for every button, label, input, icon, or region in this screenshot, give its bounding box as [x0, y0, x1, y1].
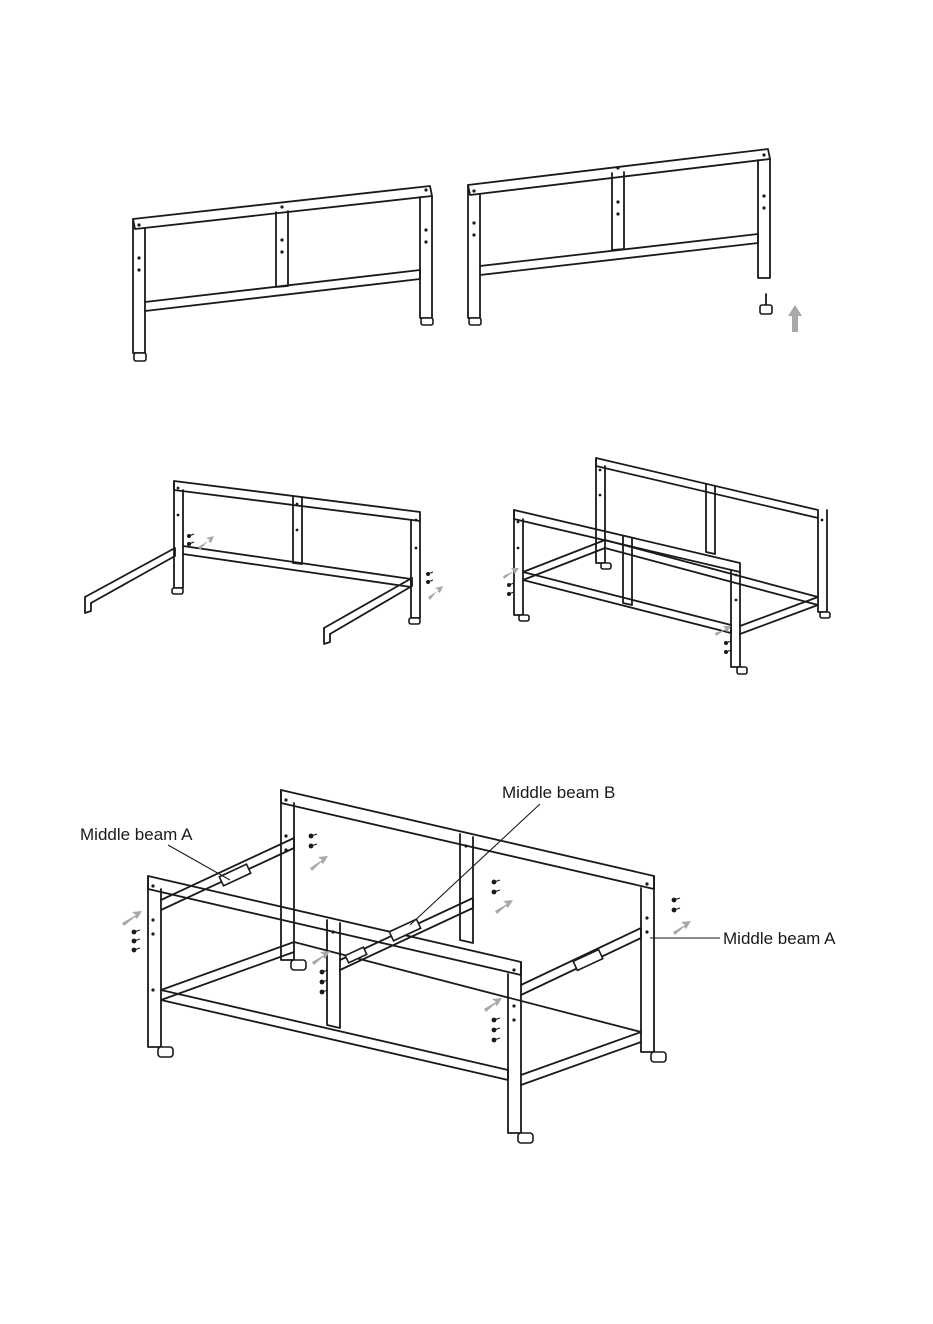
arrow-icon [310, 856, 328, 871]
arrow-icon [122, 911, 142, 926]
arrow-icon [484, 998, 502, 1012]
arrow-icon [673, 921, 691, 935]
arrow-icon [495, 900, 513, 914]
leader-line-beam-b [410, 804, 540, 925]
label-middle-beam-a-left: Middle beam A [80, 825, 192, 845]
screws-step3 [132, 834, 680, 1043]
full-frame [148, 790, 666, 1143]
leader-line-beam-a-left [168, 845, 230, 880]
label-middle-beam-b: Middle beam B [502, 783, 615, 803]
label-middle-beam-a-right: Middle beam A [723, 929, 835, 949]
